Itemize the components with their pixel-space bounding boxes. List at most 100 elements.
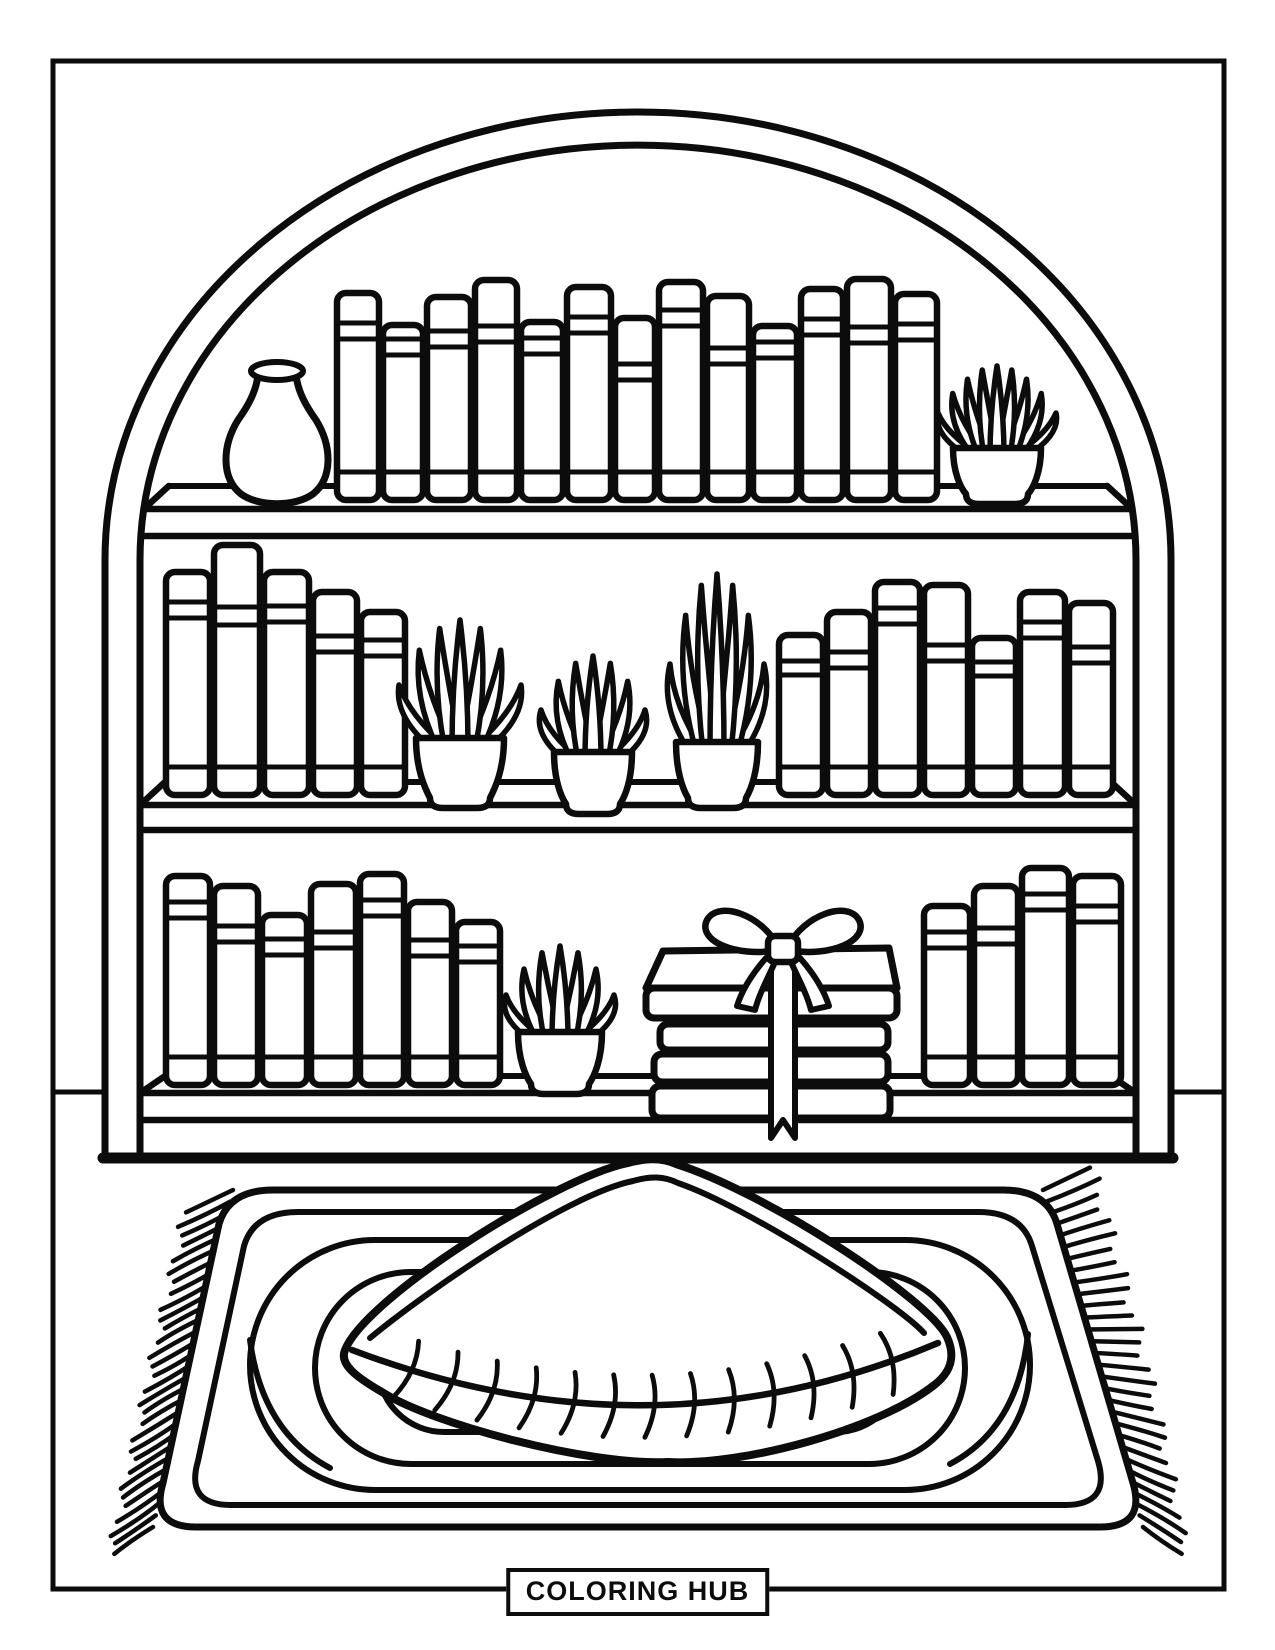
potted-plant (501, 943, 619, 1098)
plant-leaf (449, 617, 471, 749)
ribbon-band (768, 953, 798, 1141)
book-spine-body (920, 902, 974, 1089)
bow-loop-left (702, 907, 783, 956)
book-spine (655, 278, 707, 504)
book-spine-body (1069, 872, 1125, 1089)
stitch-mark (642, 1372, 658, 1440)
book-spine (970, 882, 1022, 1089)
plant-leaf (582, 653, 604, 763)
book-spine (797, 285, 847, 504)
stitch-mark (558, 1369, 579, 1436)
plant-leaf (707, 571, 727, 753)
book-spine-body (471, 276, 521, 504)
pillow-seam (348, 1339, 942, 1409)
plant-leaf (472, 682, 525, 749)
pillow-piping (367, 1174, 927, 1341)
plant-pot (949, 444, 1045, 508)
book-spine-body (563, 283, 615, 504)
book-spine (162, 568, 214, 799)
book-spine-body (891, 290, 941, 504)
stitch-mark (877, 1330, 897, 1397)
book-spine (749, 322, 801, 504)
stitch-mark (432, 1349, 461, 1413)
book-spine (452, 918, 504, 1089)
book-spine-body (333, 289, 383, 504)
shelf-3-books-left (162, 870, 504, 1089)
stitch-mark (764, 1361, 777, 1429)
book-spine (920, 581, 972, 799)
bookshelf-inner-arch (136, 141, 1140, 1162)
shelf-left-corner (136, 1072, 169, 1097)
book-spine (1016, 588, 1069, 799)
ribbon-book-stack (642, 907, 901, 1141)
succulent-plant (934, 363, 1060, 508)
book-spine-body (655, 278, 707, 504)
rug-inner-border (192, 1209, 1104, 1508)
fringe-strand (108, 1501, 161, 1539)
book-spine-body (1018, 864, 1073, 1089)
shelf-3-books-right (920, 864, 1125, 1089)
pillow (339, 1155, 956, 1467)
rug-ring-fragment-left (247, 1337, 333, 1471)
pillow-stitches (390, 1330, 897, 1440)
book-spine (823, 608, 875, 799)
book-spine (1069, 872, 1125, 1089)
book-spine (307, 880, 360, 1089)
vase (222, 359, 332, 508)
fringe-strand (1044, 1176, 1102, 1204)
fringe-strand (112, 1513, 159, 1546)
coloring-hub-label: COLORING HUB (525, 1576, 750, 1606)
shelf-right-corner (1103, 482, 1136, 513)
fringe-strand (1137, 1513, 1184, 1545)
fringe-strand (1057, 1231, 1118, 1251)
book-spine (162, 872, 214, 1089)
shelf-2-books-left (162, 541, 409, 799)
book-spine (968, 634, 1020, 799)
book-spine-body (749, 322, 801, 504)
book-spine-body (797, 285, 847, 504)
book-spine-body (309, 588, 361, 799)
book-spine-body (356, 870, 408, 1089)
book-spine-body (1016, 588, 1069, 799)
fringe-strand (1061, 1246, 1113, 1262)
book-spine-body (920, 581, 972, 799)
book-spine (260, 568, 313, 799)
bow-tail-right (788, 955, 832, 1013)
book-spine (775, 631, 827, 799)
book-spine-body (404, 898, 456, 1089)
aloe-plant (395, 617, 525, 812)
plant-leaf (987, 363, 1007, 459)
book-spine (258, 911, 311, 1089)
book-spine-body (210, 541, 264, 799)
rug-ring-fragment-right (947, 1331, 1031, 1467)
book-spine (404, 898, 456, 1089)
book-spine (356, 870, 408, 1089)
coloring-hub-badge: COLORING HUB (505, 1568, 770, 1616)
book-spine-body (823, 608, 875, 799)
bow-loop-right (783, 907, 864, 956)
book-spine-body (260, 568, 313, 799)
ribbon-bow (702, 907, 864, 1013)
book-spine (210, 882, 262, 1089)
fringe-strand (112, 1524, 156, 1557)
fringe-strand (1071, 1285, 1131, 1297)
bookshelf (97, 108, 1179, 1164)
fringe-strand (1140, 1524, 1184, 1557)
book-spine (703, 292, 753, 504)
book-spine (1018, 864, 1073, 1089)
small-succulent-plant (536, 653, 650, 818)
shelf-2-books-right (775, 578, 1117, 799)
plant-pot (672, 738, 762, 812)
plant-pot (412, 734, 508, 812)
fringe-strand (1064, 1259, 1117, 1274)
fringe-strand (1040, 1165, 1093, 1193)
book-spine (309, 588, 361, 799)
book-spine (210, 541, 264, 799)
book-spine (379, 321, 427, 504)
bow-tail-left (734, 955, 778, 1013)
book-spine-body (703, 292, 753, 504)
stitch-mark (684, 1371, 698, 1439)
book-spine (891, 290, 941, 504)
book-spine-body (517, 318, 567, 504)
book-spine (517, 318, 567, 504)
